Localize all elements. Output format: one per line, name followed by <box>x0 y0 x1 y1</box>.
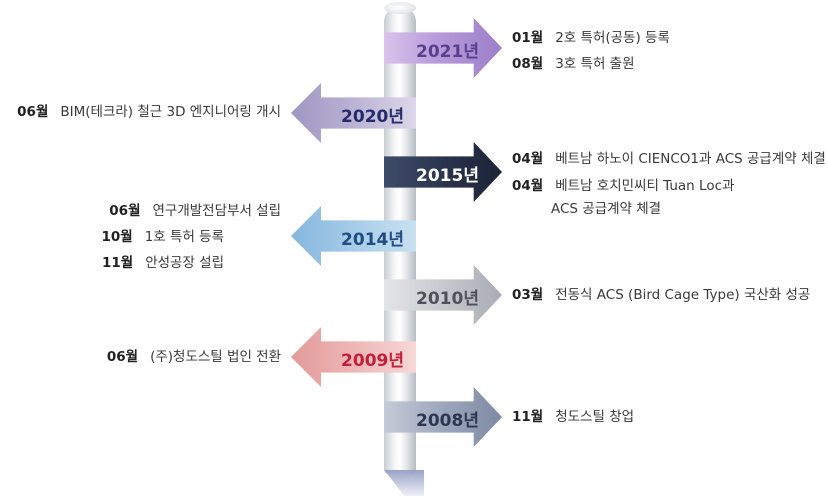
event-text: 2호 특허(공동) 등록 <box>555 30 670 46</box>
year-arrow-2008: 2008년 <box>384 387 502 447</box>
year-label: 2015년 <box>416 166 479 186</box>
year-label: 2021년 <box>416 42 479 62</box>
event-text: 베트남 호치민씨티 Tuan Loc과 <box>555 178 735 194</box>
event-month: 08월 <box>512 56 544 72</box>
event-month: 10월 <box>101 229 133 245</box>
event-item: 11월 청도스틸 창업 <box>512 408 634 426</box>
year-arrow-2010: 2010년 <box>384 265 502 325</box>
event-month: 06월 <box>17 104 49 120</box>
event-text: 1호 특허 등록 <box>144 229 224 245</box>
year-arrow-2021: 2021년 <box>384 18 502 78</box>
event-item: 01월 2호 특허(공동) 등록 <box>512 29 670 47</box>
event-month: 06월 <box>109 203 141 219</box>
timeline-pole-cap <box>384 2 416 14</box>
event-text: 안성공장 설립 <box>145 255 224 271</box>
event-item: 03월 전동식 ACS (Bird Cage Type) 국산화 성공 <box>512 286 810 304</box>
event-item: 08월 3호 특허 출원 <box>512 55 635 73</box>
year-label: 2014년 <box>341 230 404 250</box>
event-text: (주)청도스틸 법인 전환 <box>150 349 281 365</box>
event-month: 06월 <box>106 349 139 365</box>
year-label: 2020년 <box>341 107 404 127</box>
event-text: BIM(테크라) 철근 3D 엔지니어링 개시 <box>60 104 281 120</box>
event-month: 04월 <box>512 151 544 167</box>
year-arrow-2009: 2009년 <box>291 327 416 387</box>
event-text: 전동식 ACS (Bird Cage Type) 국산화 성공 <box>555 287 811 303</box>
event-text: 3호 특허 출원 <box>555 56 635 72</box>
event-item: 04월 베트남 하노이 CIENCO1과 ACS 공급계약 체결 <box>512 150 826 168</box>
year-label: 2008년 <box>416 411 479 431</box>
event-month: 03월 <box>512 287 544 303</box>
event-text: 연구개발전담부서 설립 <box>152 203 282 219</box>
event-item: 06월 BIM(테크라) 철근 3D 엔지니어링 개시 <box>17 103 281 121</box>
year-label: 2010년 <box>416 289 479 309</box>
event-item: 11월 안성공장 설립 <box>102 254 224 272</box>
year-arrow-2020: 2020년 <box>291 83 416 143</box>
event-item: 04월 베트남 호치민씨티 Tuan Loc과 <box>512 177 734 195</box>
event-item-continuation: ACS 공급계약 체결 <box>551 200 661 218</box>
event-text: 청도스틸 창업 <box>555 409 635 425</box>
event-item: 06월 연구개발전담부서 설립 <box>109 202 281 220</box>
event-month: 01월 <box>512 30 544 46</box>
event-text: 베트남 하노이 CIENCO1과 ACS 공급계약 체결 <box>555 151 826 167</box>
year-arrow-2014: 2014년 <box>291 206 416 266</box>
event-month: 04월 <box>512 178 544 194</box>
event-month: 11월 <box>512 409 544 425</box>
year-label: 2009년 <box>341 351 404 371</box>
event-item: 10월 1호 특허 등록 <box>102 228 225 246</box>
event-month: 11월 <box>101 255 134 271</box>
event-text: ACS 공급계약 체결 <box>551 201 662 217</box>
event-item: 06월 (주)청도스틸 법인 전환 <box>107 348 281 366</box>
year-arrow-2015: 2015년 <box>384 142 502 202</box>
